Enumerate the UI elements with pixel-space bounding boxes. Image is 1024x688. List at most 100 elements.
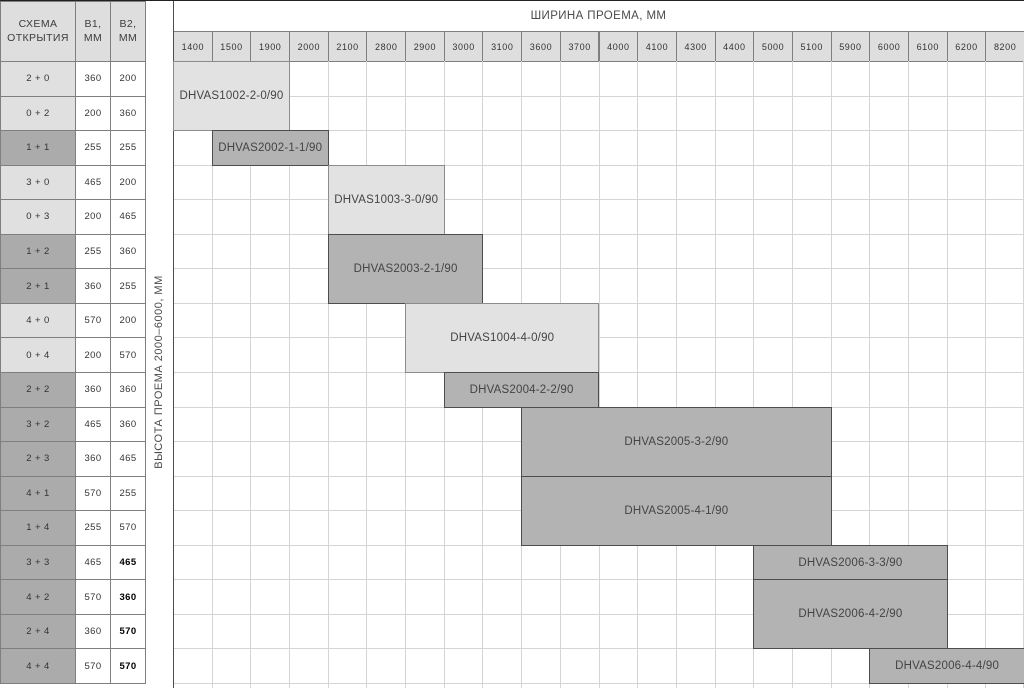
b2-value-cell: 255	[110, 475, 146, 512]
scheme-cell: 0 + 4	[0, 337, 76, 373]
b2-value-cell: 570	[110, 613, 146, 650]
b1-value-cell: 200	[75, 337, 111, 373]
scheme-cell: 4 + 4	[0, 648, 76, 684]
product-bar: DHVAS2004-2-2/90	[443, 372, 600, 408]
scheme-cell: 4 + 0	[0, 302, 76, 339]
b2-value-cell: 255	[110, 268, 146, 304]
scheme-cell: 3 + 2	[0, 406, 76, 443]
grid-line-vertical	[830, 61, 832, 688]
width-column-header: 4000	[598, 31, 639, 62]
b1-value-cell: 255	[75, 233, 111, 270]
grid-line-vertical	[675, 61, 677, 688]
b1-value-cell: 570	[75, 579, 111, 615]
grid-line-horizontal	[174, 130, 1024, 132]
b1-header: В1, ММ	[75, 1, 111, 62]
b1-value-cell: 570	[75, 648, 111, 684]
width-column-header: 3100	[482, 31, 523, 62]
width-column-header: 5900	[830, 31, 871, 62]
width-axis-title: ШИРИНА ПРОЕМА, ММ	[530, 10, 667, 22]
grid-line-vertical	[907, 61, 909, 688]
b1-value-cell: 465	[75, 164, 111, 201]
grid-line-horizontal	[174, 199, 1024, 201]
b2-value-cell: 200	[110, 61, 146, 97]
b1-value-cell: 570	[75, 475, 111, 512]
scheme-cell: 2 + 4	[0, 613, 76, 650]
scheme-cell: 2 + 3	[0, 441, 76, 477]
scheme-cell: 2 + 1	[0, 268, 76, 304]
product-bar: DHVAS2006-3-3/90	[753, 544, 948, 581]
grid-line-vertical	[985, 61, 987, 688]
product-bar: DHVAS2005-4-1/90	[521, 475, 832, 546]
b2-value-cell: 570	[110, 337, 146, 373]
b1-value-cell: 255	[75, 510, 111, 546]
grid-left-axis-line	[173, 1, 174, 688]
scheme-cell: 3 + 0	[0, 164, 76, 201]
grid-line-vertical	[869, 61, 871, 688]
scheme-cell: 1 + 2	[0, 233, 76, 270]
grid-line-horizontal	[174, 648, 1024, 650]
width-column-header: 3700	[559, 31, 600, 62]
b1-value-cell: 360	[75, 61, 111, 97]
scheme-cell: 0 + 3	[0, 199, 76, 235]
scheme-cell: 2 + 2	[0, 372, 76, 408]
b2-value-cell: 200	[110, 302, 146, 339]
product-bar: DHVAS2006-4-4/90	[869, 648, 1024, 684]
scheme-header: СХЕМА ОТКРЫТИЯ	[0, 1, 76, 62]
width-column-header: 2100	[327, 31, 368, 62]
b2-value-cell: 570	[110, 510, 146, 546]
b2-value-cell: 360	[110, 233, 146, 270]
grid-line-horizontal	[174, 683, 1024, 684]
width-column-header: 5000	[753, 31, 793, 62]
height-axis-label: ВЫСОТА ПРОЕМА 2000–6000, ММ	[145, 61, 173, 683]
grid-line-horizontal	[174, 613, 1024, 615]
scheme-cell: 4 + 1	[0, 475, 76, 512]
b1-value-cell: 465	[75, 406, 111, 443]
grid-line-vertical	[946, 61, 948, 688]
width-column-header: 3000	[443, 31, 484, 62]
scheme-cell: 1 + 4	[0, 510, 76, 546]
scheme-cell: 3 + 3	[0, 544, 76, 581]
b2-value-cell: 465	[110, 199, 146, 235]
width-column-header: 1500	[211, 31, 252, 62]
product-bar: DHVAS2002-1-1/90	[211, 130, 329, 166]
grid-line-vertical	[405, 61, 407, 688]
scheme-cell: 0 + 2	[0, 95, 76, 132]
width-column-header: 4400	[714, 31, 755, 62]
grid-line-horizontal	[174, 579, 1024, 581]
width-column-header: 8200	[985, 31, 1024, 62]
b1-value-cell: 465	[75, 544, 111, 581]
grid-line-vertical	[366, 61, 368, 688]
product-bar: DHVAS1002-2-0/90	[173, 61, 291, 132]
grid-line-vertical	[250, 61, 252, 688]
b2-value-cell: 200	[110, 164, 146, 201]
width-column-header: 6000	[869, 31, 909, 62]
product-bar: DHVAS1004-4-0/90	[405, 302, 600, 373]
scheme-cell: 1 + 1	[0, 130, 76, 166]
width-column-header: 2900	[405, 31, 445, 62]
product-bar: DHVAS2005-3-2/90	[521, 406, 832, 477]
scheme-cell: 4 + 2	[0, 579, 76, 615]
width-column-header: 2000	[289, 31, 329, 62]
b2-value-cell: 255	[110, 130, 146, 166]
width-column-header: 1900	[250, 31, 291, 62]
grid-line-vertical	[289, 61, 291, 688]
width-column-header: 6100	[907, 31, 948, 62]
width-column-header: 4300	[675, 31, 716, 62]
scheme-cell: 2 + 0	[0, 61, 76, 97]
width-column-header: 6200	[946, 31, 987, 62]
grid-line-horizontal	[174, 164, 1024, 166]
b2-header: В2, ММ	[110, 1, 146, 62]
grid-line-vertical	[714, 61, 716, 688]
b1-value-cell: 360	[75, 268, 111, 304]
width-column-header: 2800	[366, 31, 407, 62]
grid-line-vertical	[327, 61, 329, 688]
b2-value-cell: 465	[110, 441, 146, 477]
product-bar: DHVAS2006-4-2/90	[753, 579, 948, 650]
b2-value-cell: 360	[110, 406, 146, 443]
grid-line-horizontal	[174, 95, 1024, 97]
grid-line-horizontal	[174, 268, 1024, 270]
b2-value-cell: 360	[110, 372, 146, 408]
b2-value-cell: 360	[110, 95, 146, 132]
grid-line-vertical	[753, 61, 755, 688]
